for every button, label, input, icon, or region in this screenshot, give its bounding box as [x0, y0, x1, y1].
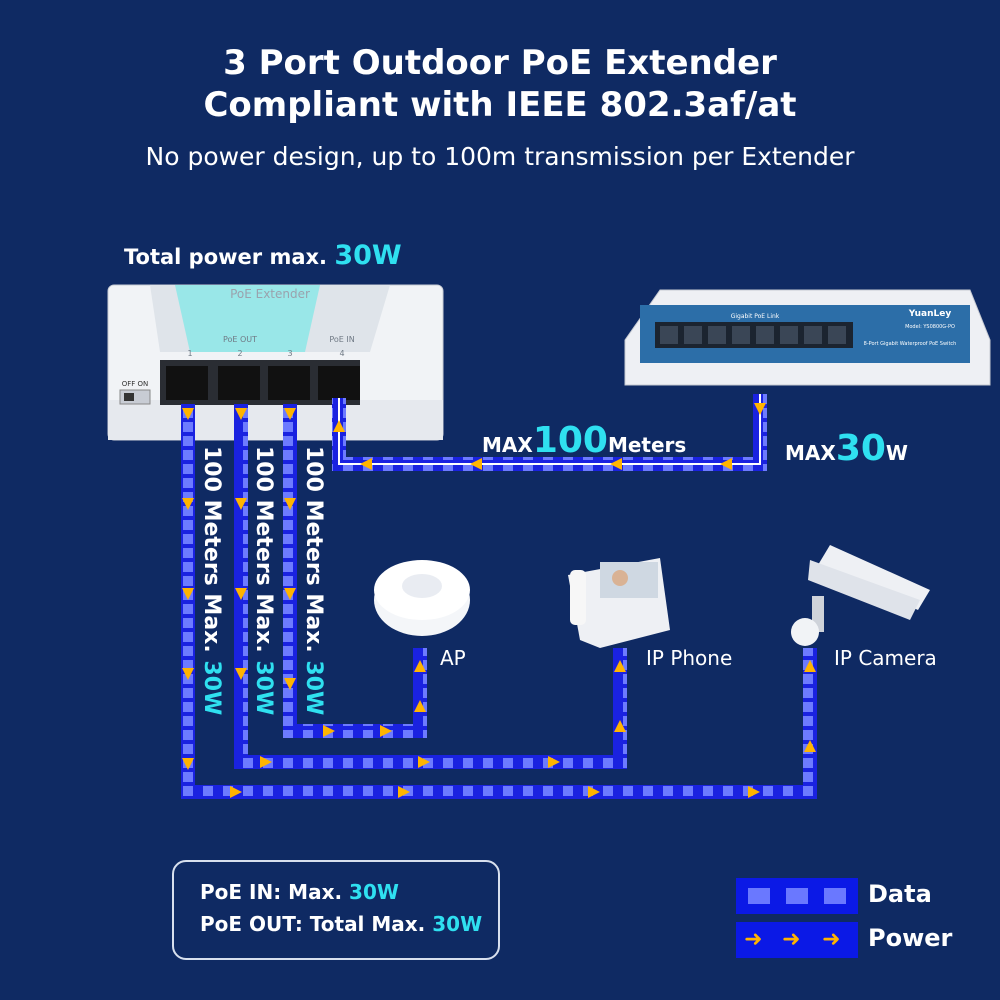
- max-power-value: 30: [835, 428, 886, 469]
- max-power-prefix: MAX: [785, 441, 836, 465]
- cable-port3-to-ap: [283, 404, 427, 738]
- ip-camera-label: IP Camera: [834, 646, 937, 670]
- max-length-unit: Meters: [607, 433, 687, 457]
- power-info-box: PoE IN: Max. 30W PoE OUT: Total Max. 30W: [172, 860, 500, 960]
- title-line-1: 3 Port Outdoor PoE Extender: [223, 43, 777, 83]
- cable-port2-to-phone: [234, 404, 627, 769]
- legend-power: ➜ ➜ ➜ Power: [736, 922, 966, 962]
- vertical-label-3: 100 Meters Max. 30W: [301, 446, 326, 715]
- total-power-value: 30W: [334, 240, 402, 271]
- info-line-2-value: 30W: [432, 912, 483, 936]
- data-legend-label: Data: [868, 880, 932, 908]
- ap-device: [374, 560, 470, 636]
- vertical-label-2: 100 Meters Max. 30W: [251, 446, 276, 715]
- max-length-value: 100: [532, 420, 608, 461]
- max-length-label: MAX100Meters: [482, 420, 686, 461]
- vertical-label-1-power: 30W: [199, 660, 224, 716]
- legend-data: Data: [736, 878, 966, 918]
- switch-brand: YuanLey: [908, 309, 952, 319]
- total-power-text: Total power max.: [124, 245, 328, 269]
- poe-out-label: PoE OUT: [223, 335, 257, 344]
- power-arrows: [182, 403, 816, 798]
- max-length-prefix: MAX: [482, 433, 533, 457]
- poe-switch-device: Gigabit PoE Link YuanLey Model: YS0800G-…: [624, 289, 991, 386]
- info-line-1-value: 30W: [349, 880, 399, 904]
- vertical-label-3-text: 100 Meters Max.: [301, 446, 326, 653]
- info-line-2-text: PoE OUT: Total Max.: [200, 912, 426, 936]
- port-number-2: 2: [237, 349, 242, 358]
- ap-label: AP: [440, 646, 466, 670]
- poe-extender-device: PoE Extender PoE OUT PoE IN 1 2 3 4 OFF …: [107, 284, 444, 441]
- ip-camera-device: [791, 545, 930, 646]
- power-legend-label: Power: [868, 924, 953, 952]
- switch-panel-label: Gigabit PoE Link: [731, 313, 780, 320]
- poe-in-label: PoE IN: [329, 335, 354, 344]
- total-power-label: Total power max. 30W: [124, 240, 402, 271]
- power-legend-swatch: ➜ ➜ ➜: [736, 922, 858, 958]
- vertical-label-1: 100 Meters Max. 30W: [199, 446, 224, 715]
- data-legend-swatch: [736, 878, 858, 914]
- info-line-1-text: PoE IN: Max.: [200, 880, 343, 904]
- subtitle: No power design, up to 100m transmission…: [145, 142, 855, 171]
- info-line-2: PoE OUT: Total Max. 30W: [200, 908, 498, 940]
- port-number-3: 3: [287, 349, 292, 358]
- port-number-1: 1: [187, 349, 192, 358]
- power-switch-labels: OFF ON: [122, 380, 149, 388]
- ip-phone-device: [568, 558, 670, 648]
- case-text: PoE Extender: [230, 287, 310, 301]
- max-power-label: MAX30W: [785, 428, 908, 469]
- title-line-2: Compliant with IEEE 802.3af/at: [203, 85, 797, 125]
- switch-model: Model: YS0800G-PO: [905, 324, 955, 330]
- vertical-label-1-text: 100 Meters Max.: [199, 446, 224, 653]
- vertical-label-3-power: 30W: [301, 660, 326, 716]
- ip-phone-label: IP Phone: [646, 646, 733, 670]
- port-number-4: 4: [339, 349, 344, 358]
- max-power-unit: W: [885, 441, 908, 465]
- switch-description: 8-Port Gigabit Waterproof PoE Switch: [864, 341, 957, 347]
- vertical-label-2-text: 100 Meters Max.: [251, 446, 276, 653]
- vertical-label-2-power: 30W: [251, 660, 276, 716]
- info-line-1: PoE IN: Max. 30W: [200, 876, 498, 908]
